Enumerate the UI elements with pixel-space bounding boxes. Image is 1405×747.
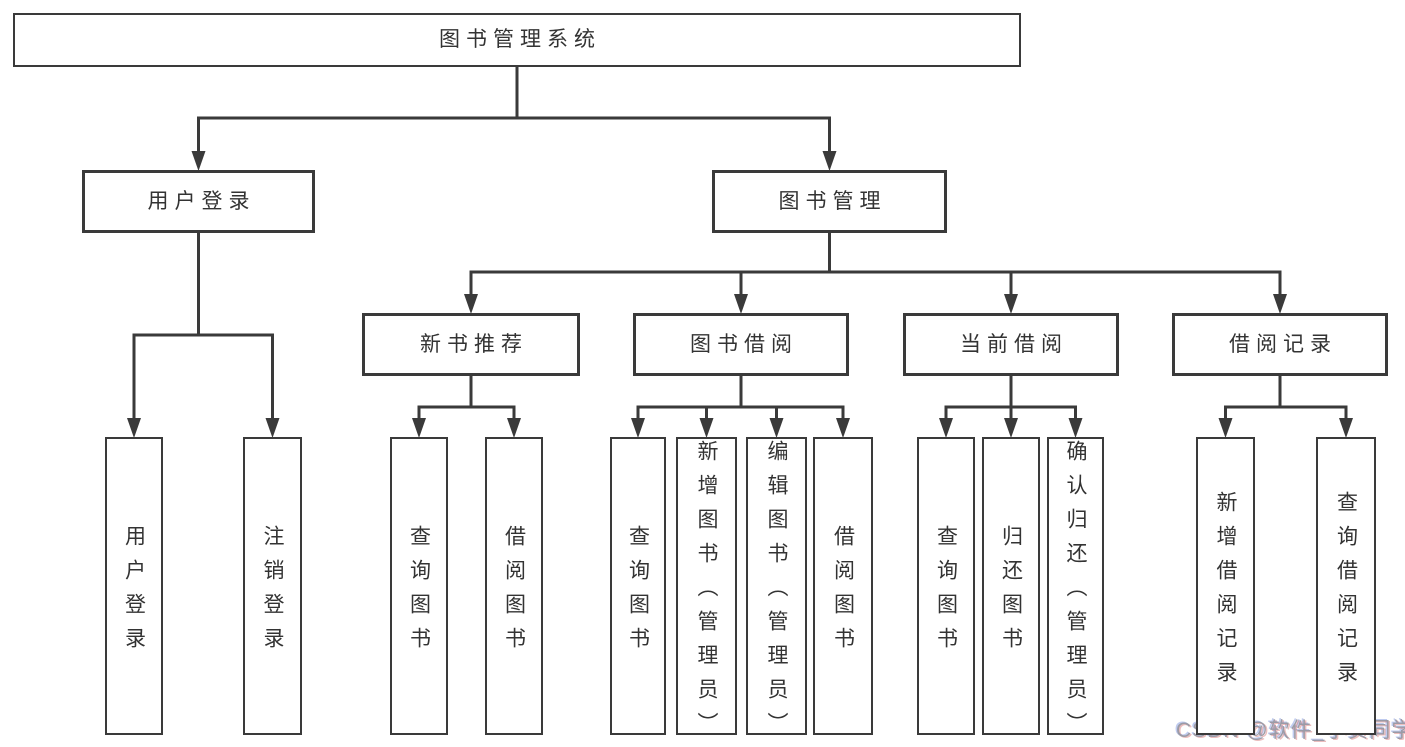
node-label-root: 图书管理系统 — [439, 28, 601, 52]
node-leaf-user-login: 用户登录 — [105, 437, 163, 735]
arrowhead-icon — [507, 418, 521, 438]
node-label-new-book-rec: 新书推荐 — [420, 332, 528, 356]
node-label-leaf-borrow-book-2: 借阅图书 — [831, 525, 855, 661]
arrowhead-icon — [191, 151, 206, 171]
node-leaf-add-borrow-record: 新增借阅记录 — [1196, 437, 1255, 735]
node-label-leaf-add-borrow-record: 新增借阅记录 — [1214, 491, 1237, 695]
node-label-leaf-add-book: 新增图书（管理员） — [695, 440, 718, 746]
node-leaf-borrow-book-1: 借阅图书 — [485, 437, 543, 735]
node-label-leaf-logout: 注销登录 — [261, 525, 284, 661]
node-label-leaf-query-book-2: 查询图书 — [626, 525, 650, 661]
arrowhead-icon — [836, 418, 850, 438]
node-leaf-query-book-3: 查询图书 — [917, 437, 975, 735]
node-label-leaf-user-login: 用户登录 — [122, 525, 146, 661]
arrowhead-icon — [939, 418, 953, 438]
arrowhead-icon — [1004, 294, 1018, 314]
node-label-leaf-query-book-3: 查询图书 — [934, 525, 958, 661]
arrowhead-icon — [734, 294, 748, 314]
node-label-current-borrow: 当前借阅 — [960, 332, 1068, 356]
node-borrow-records: 借阅记录 — [1172, 313, 1388, 376]
node-leaf-confirm-return: 确认归还（管理员） — [1047, 437, 1104, 746]
node-label-book-mgmt: 图书管理 — [778, 189, 887, 213]
arrowhead-icon — [464, 294, 478, 314]
node-label-leaf-query-book-1: 查询图书 — [407, 525, 431, 661]
arrowhead-icon — [127, 418, 141, 438]
node-label-leaf-return-book: 归还图书 — [999, 525, 1023, 661]
node-label-leaf-edit-book: 编辑图书（管理员） — [765, 440, 788, 746]
node-book-mgmt: 图书管理 — [712, 170, 947, 233]
arrowhead-icon — [769, 418, 784, 438]
node-leaf-query-borrow-record: 查询借阅记录 — [1316, 437, 1376, 735]
node-current-borrow: 当前借阅 — [903, 313, 1119, 376]
node-label-leaf-query-borrow-record: 查询借阅记录 — [1334, 491, 1358, 695]
arrowhead-icon — [1004, 418, 1018, 438]
node-label-book-borrow: 图书借阅 — [690, 332, 798, 356]
node-leaf-borrow-book-2: 借阅图书 — [813, 437, 873, 735]
arrowhead-icon — [631, 418, 645, 438]
node-label-leaf-borrow-book-1: 借阅图书 — [502, 525, 526, 661]
node-label-user-login: 用户登录 — [147, 189, 256, 213]
node-book-borrow: 图书借阅 — [633, 313, 849, 376]
node-leaf-query-book-2: 查询图书 — [610, 437, 666, 735]
node-label-leaf-confirm-return: 确认归还（管理员） — [1064, 440, 1087, 746]
arrowhead-icon — [265, 418, 280, 438]
arrowhead-icon — [699, 418, 714, 438]
node-label-borrow-records: 借阅记录 — [1229, 332, 1337, 356]
node-user-login: 用户登录 — [82, 170, 315, 233]
arrowhead-icon — [1273, 294, 1287, 314]
node-new-book-rec: 新书推荐 — [362, 313, 580, 376]
node-leaf-add-book: 新增图书（管理员） — [676, 437, 737, 746]
node-leaf-edit-book: 编辑图书（管理员） — [746, 437, 807, 746]
node-leaf-query-book-1: 查询图书 — [390, 437, 448, 735]
arrowhead-icon — [822, 151, 837, 171]
node-leaf-return-book: 归还图书 — [982, 437, 1040, 735]
arrowhead-icon — [1218, 418, 1233, 438]
node-leaf-logout: 注销登录 — [243, 437, 302, 735]
arrowhead-icon — [1068, 418, 1083, 438]
arrowhead-icon — [1339, 418, 1353, 438]
arrowhead-icon — [412, 418, 426, 438]
node-root: 图书管理系统 — [13, 13, 1021, 67]
